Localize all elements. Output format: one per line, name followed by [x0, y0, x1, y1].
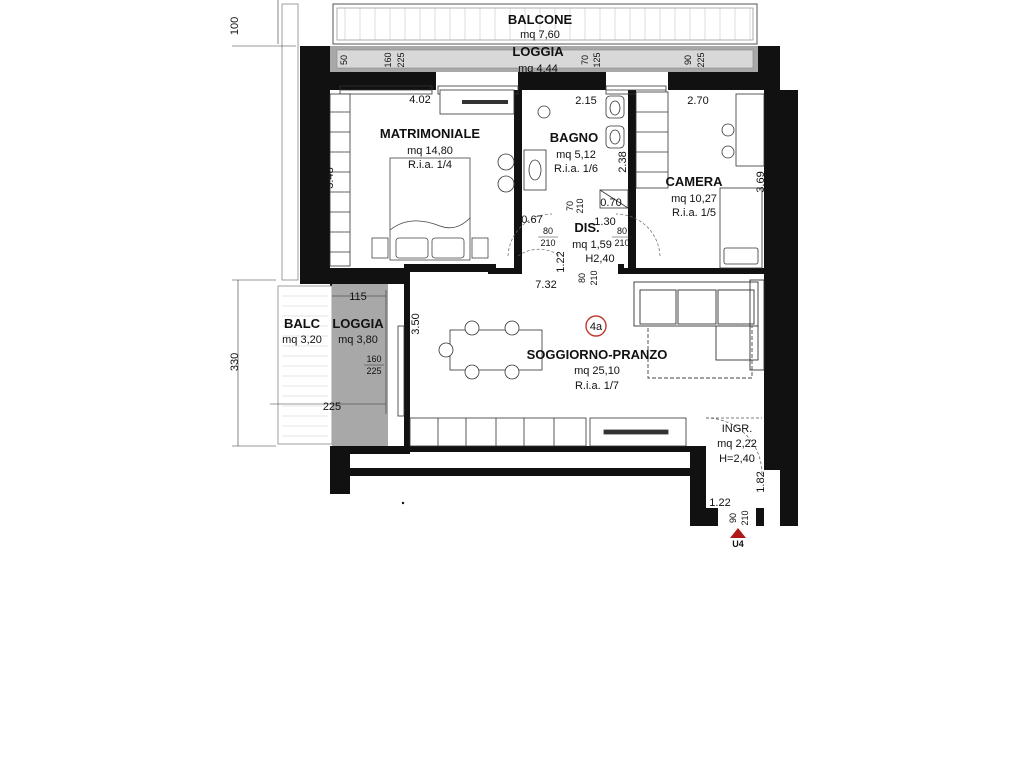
soggiorno-ria: R.i.a. 1/7	[575, 380, 619, 392]
sofa	[633, 279, 765, 379]
dim-90b: 90	[728, 513, 738, 523]
balcone-top-area: mq 7,60	[520, 29, 560, 41]
dis-doors	[507, 213, 661, 257]
ingr-height: H=2,40	[719, 453, 755, 465]
camera-desk	[721, 93, 765, 167]
camera-area: mq 10,27	[671, 193, 717, 205]
double-bed	[371, 157, 489, 261]
balc-left-name: BALC	[284, 316, 321, 331]
dim-210a: 210	[575, 198, 585, 213]
camera-name: CAMERA	[665, 174, 723, 189]
dim-160a: 160	[383, 52, 393, 67]
unit-badge-label: 4a	[590, 321, 603, 333]
soggiorno-name: SOGGIORNO-PRANZO	[527, 347, 668, 362]
dim-100: 100	[229, 17, 241, 35]
dim-80b: 80	[617, 226, 627, 236]
dot-mark	[401, 501, 405, 505]
entrance-arrow-icon	[730, 528, 746, 538]
walls	[300, 46, 798, 526]
dim-330: 330	[229, 353, 241, 371]
bagno-ria: R.i.a. 1/6	[554, 163, 598, 175]
dimension-lines	[232, 45, 387, 447]
dim-122b: 1.22	[709, 497, 730, 509]
dim-270: 2.70	[687, 95, 708, 107]
dim-125: 125	[592, 52, 602, 67]
bagno-fixtures	[523, 95, 629, 209]
loggia-top-name: LOGGIA	[512, 44, 564, 59]
matrimoniale-wardrobe	[329, 93, 351, 267]
ingr-area: mq 2,22	[717, 438, 757, 450]
dim-80c: 80	[577, 273, 587, 283]
dim-130: 1.30	[594, 216, 615, 228]
balcony-left	[277, 284, 388, 446]
dim-80a: 80	[543, 226, 553, 236]
dim-348: 3.48	[324, 167, 336, 188]
loggia-left-name: LOGGIA	[332, 316, 384, 331]
dim-122a: 1.22	[555, 251, 567, 272]
dim-225a: 225	[396, 52, 406, 67]
matrimoniale-ria: R.i.a. 1/4	[408, 159, 452, 171]
matrimoniale-name: MATRIMONIALE	[380, 126, 480, 141]
dim-210e: 210	[740, 510, 750, 525]
wardrobe-top	[439, 89, 515, 115]
dresser-circles	[497, 153, 515, 193]
loggia-top-area: mq 4,44	[518, 63, 558, 75]
camera-ria: R.i.a. 1/5	[672, 207, 716, 219]
ingr-door	[705, 417, 763, 475]
dining-table	[438, 320, 543, 380]
dim-160b: 160	[366, 354, 381, 364]
dis-area: mq 1,59	[572, 239, 612, 251]
dim-225d: 225	[323, 401, 341, 413]
dim-238: 2.38	[617, 151, 629, 172]
camera-wardrobe	[635, 91, 669, 189]
left-window	[397, 325, 405, 417]
bagno-name: BAGNO	[550, 130, 598, 145]
dim-215: 2.15	[575, 95, 596, 107]
dim-067: 0.67	[521, 214, 542, 226]
dim-070: 0.70	[600, 197, 621, 209]
kitchen-counter	[409, 417, 687, 447]
dim-210d: 210	[589, 270, 599, 285]
balc-left-area: mq 3,20	[282, 334, 322, 346]
bagno-area: mq 5,12	[556, 149, 596, 161]
ingr-name: INGR.	[722, 423, 753, 435]
dim-225c: 225	[366, 366, 381, 376]
dim-210c: 210	[614, 238, 629, 248]
balcone-top	[332, 3, 758, 45]
dim-210b: 210	[540, 238, 555, 248]
dim-115: 115	[349, 291, 367, 303]
dim-732: 7.32	[535, 279, 556, 291]
unit-badge	[585, 315, 607, 337]
dim-350: 3.50	[410, 313, 422, 334]
matrimoniale-area: mq 14,80	[407, 145, 453, 157]
loggia-top	[330, 46, 758, 72]
dis-name: DIS.	[574, 220, 599, 235]
left-railing	[281, 3, 299, 281]
dim-90a: 90	[683, 55, 693, 65]
dim-182: 1.82	[755, 471, 767, 492]
dim-50: 50	[339, 55, 349, 65]
dim-369: 3.69	[755, 171, 767, 192]
dim-225b: 225	[696, 52, 706, 67]
loggia-left-area: mq 3,80	[338, 334, 378, 346]
dim-70a: 70	[580, 55, 590, 65]
soggiorno-area: mq 25,10	[574, 365, 620, 377]
dim-70b: 70	[565, 201, 575, 211]
balcone-top-name: BALCONE	[508, 12, 573, 27]
dis-height: H2,40	[585, 253, 614, 265]
dim-402: 4.02	[409, 94, 430, 106]
camera-bed	[719, 187, 763, 269]
entrance-label: U4	[732, 539, 744, 549]
